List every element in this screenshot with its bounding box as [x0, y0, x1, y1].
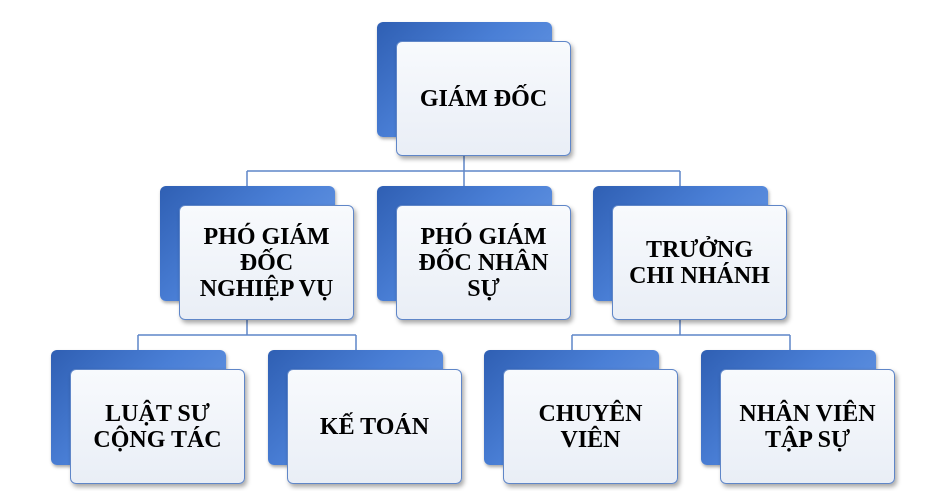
node-front: TRƯỞNG CHI NHÁNH: [612, 205, 787, 320]
node-front: LUẬT SƯ CỘNG TÁC: [70, 369, 245, 484]
node-front: KẾ TOÁN: [287, 369, 462, 484]
node-front: PHÓ GIÁM ĐỐC NGHIỆP VỤ: [179, 205, 354, 320]
node-front: NHÂN VIÊN TẬP SỰ: [720, 369, 895, 484]
node-label: TRƯỞNG CHI NHÁNH: [629, 236, 770, 289]
connector-director-to-level2: [246, 155, 681, 187]
node-label: NHÂN VIÊN TẬP SỰ: [739, 400, 876, 453]
node-front: CHUYÊN VIÊN: [503, 369, 678, 484]
connector-deputy-to-level3: [137, 317, 357, 350]
node-label: GIÁM ĐỐC: [419, 85, 548, 112]
connector-branch-to-level3: [571, 317, 791, 350]
node-front: PHÓ GIÁM ĐỐC NHÂN SỰ: [396, 205, 571, 320]
node-label: PHÓ GIÁM ĐỐC NHÂN SỰ: [418, 223, 549, 302]
node-front: GIÁM ĐỐC: [396, 41, 571, 156]
node-label: CHUYÊN VIÊN: [538, 400, 643, 453]
node-label: PHÓ GIÁM ĐỐC NGHIỆP VỤ: [199, 223, 334, 302]
node-label: LUẬT SƯ CỘNG TÁC: [93, 400, 222, 453]
node-label: KẾ TOÁN: [319, 413, 430, 440]
